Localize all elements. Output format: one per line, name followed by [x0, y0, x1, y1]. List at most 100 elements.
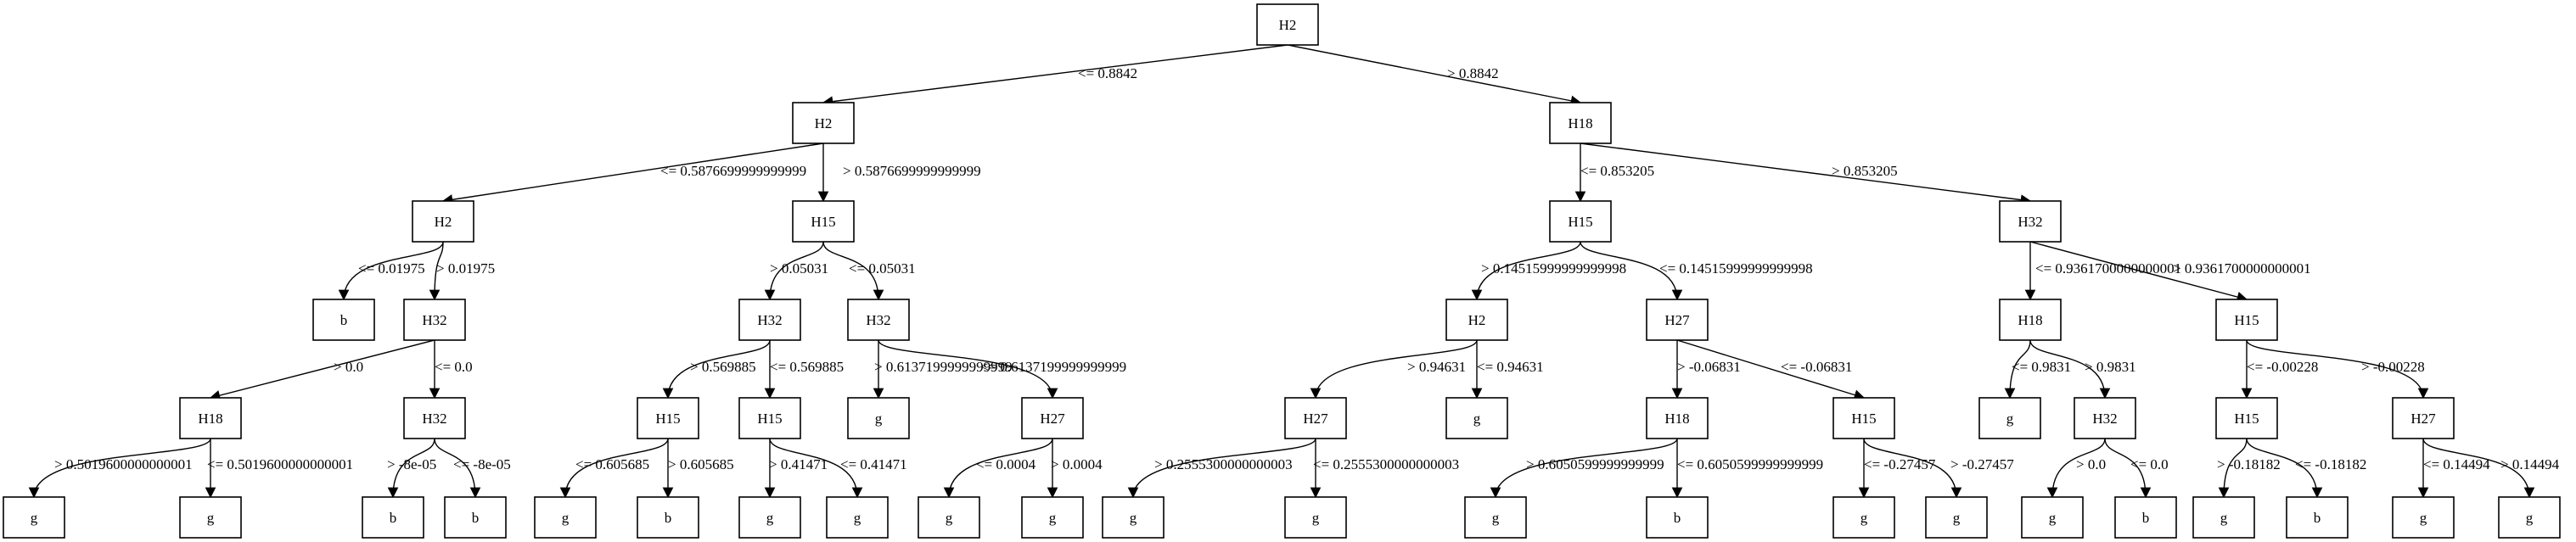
node-label: g	[31, 510, 38, 526]
edge-label: > -0.18182	[2217, 456, 2281, 472]
node-label: g	[562, 510, 570, 526]
edge-label: > -0.06831	[1677, 359, 1741, 375]
node-box	[1021, 496, 1084, 539]
node-label: H27	[1303, 411, 1328, 427]
node-label: g	[207, 510, 215, 526]
edge-label: <= 0.41471	[840, 456, 907, 472]
node-label: H27	[2410, 411, 2436, 427]
node-box	[792, 200, 855, 243]
edge-label: <= -0.18182	[2295, 456, 2366, 472]
node-box	[1999, 200, 2062, 243]
edge-label: <= -0.27457	[1864, 456, 1936, 472]
node-label: H15	[2234, 312, 2259, 328]
node-box	[2392, 496, 2455, 539]
node-box	[1464, 496, 1527, 539]
edge-label: <= 0.853205	[1580, 163, 1654, 179]
node-box	[179, 496, 242, 539]
edge-n6-n18	[2029, 241, 2248, 303]
edge-n8-n13	[209, 339, 435, 401]
node-box	[1256, 3, 1319, 46]
node-box	[1925, 496, 1988, 539]
edge-label: <= 0.9831	[2012, 359, 2071, 375]
edge-n27-n48	[2246, 438, 2323, 499]
edge-label: <= 0.05031	[849, 260, 916, 277]
split-node: H32	[2074, 397, 2136, 439]
node-box	[738, 397, 801, 439]
node-label: H32	[422, 312, 446, 328]
split-node: H32	[403, 299, 466, 341]
leaf-node: g	[1102, 496, 1165, 539]
node-label: g	[1049, 510, 1057, 526]
node-box	[1646, 397, 1709, 439]
node-box	[2114, 496, 2177, 539]
node-box	[179, 397, 242, 439]
edge-label: > 0.0	[2076, 456, 2106, 472]
leaf-node: g	[1832, 496, 1895, 539]
node-label: g	[946, 510, 953, 526]
split-node: H2	[412, 200, 474, 243]
leaf-node: g	[2192, 496, 2255, 539]
node-box	[403, 397, 466, 439]
node-label: b	[2142, 510, 2150, 526]
node-label: H2	[815, 115, 833, 131]
edge-label: <= 0.0	[435, 359, 473, 375]
split-node: H15	[792, 200, 855, 243]
node-label: H18	[198, 411, 222, 427]
node-box	[918, 496, 980, 539]
edge-label: > 0.853205	[1832, 163, 1898, 179]
edge-n15-n25	[2004, 339, 2031, 400]
node-label: H32	[422, 411, 446, 427]
node-label: H15	[655, 411, 680, 427]
edge-label: > -0.27457	[1950, 456, 2014, 472]
node-label: H15	[1568, 214, 1592, 230]
edge-label: > 0.94631	[1407, 359, 1466, 375]
node-label: g	[1492, 510, 1500, 526]
node-label: H15	[811, 214, 835, 230]
node-box	[1978, 397, 2041, 439]
edge-n5-n12	[1580, 241, 1683, 301]
node-label: H18	[1664, 411, 1689, 427]
edge-n10-n20	[878, 339, 1058, 400]
split-node: H27	[2392, 397, 2455, 439]
edge-n0-n1	[822, 44, 1288, 107]
node-box	[637, 496, 699, 539]
leaf-node: b	[444, 496, 507, 539]
edge-label: <= 0.01975	[358, 260, 425, 277]
edge-n14-n33	[559, 438, 669, 499]
split-node: H2	[792, 102, 855, 144]
node-box	[2498, 496, 2561, 539]
split-node: H27	[1284, 397, 1347, 439]
leaf-node: b	[312, 299, 375, 341]
node-label: g	[1130, 510, 1137, 526]
leaf-node: b	[1646, 496, 1709, 539]
leaf-node: g	[1021, 496, 1084, 539]
node-box	[1646, 299, 1709, 341]
leaf-node: g	[2021, 496, 2084, 539]
edge-n15-n26	[2029, 339, 2111, 400]
edge-label: > 0.569885	[690, 359, 756, 375]
node-box	[738, 496, 801, 539]
edge-label: <= 0.6137199999999999	[980, 359, 1126, 375]
edge-n26-n45	[2046, 438, 2106, 499]
edge-n9-n14	[662, 339, 771, 400]
node-label: g	[854, 510, 861, 526]
node-box	[792, 102, 855, 144]
node-box	[362, 496, 424, 539]
node-label: H18	[1568, 115, 1592, 131]
leaf-node: g	[918, 496, 980, 539]
split-node: H27	[1646, 299, 1709, 341]
leaf-node: g	[1464, 496, 1527, 539]
node-label: g	[1312, 510, 1320, 526]
node-label: g	[1860, 510, 1868, 526]
split-node: H2	[1256, 3, 1319, 46]
edge-n21-n39	[1127, 438, 1316, 499]
node-box	[1445, 397, 1508, 439]
node-box	[2192, 496, 2255, 539]
leaf-node: g	[1925, 496, 1988, 539]
edge-label: <= -8e-05	[453, 456, 511, 472]
leaf-node: g	[1978, 397, 2041, 439]
node-box	[1832, 397, 1895, 439]
edge-label: <= -0.06831	[1781, 359, 1852, 375]
node-label: H32	[757, 312, 782, 328]
edge-label: <= 0.2555300000000003	[1313, 456, 1459, 472]
